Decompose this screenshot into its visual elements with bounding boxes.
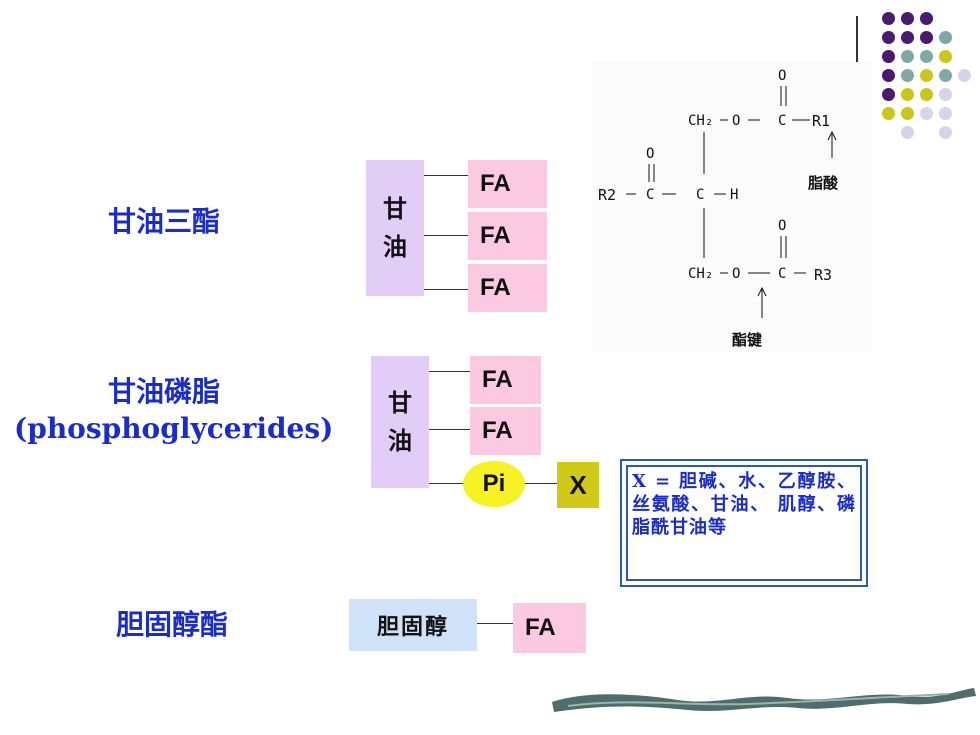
r3-label: R3 bbox=[814, 266, 832, 284]
glycerol-char-1: 甘 bbox=[388, 388, 412, 417]
decorative-dot bbox=[901, 126, 914, 139]
decorative-dot bbox=[920, 12, 933, 25]
label-cholesterol-ester: 胆固醇酯 bbox=[116, 608, 229, 641]
decorative-dot bbox=[882, 50, 895, 63]
decorative-dot bbox=[920, 31, 933, 44]
cholesterol-box: 胆固醇 bbox=[349, 599, 477, 651]
decorative-dot bbox=[920, 88, 933, 101]
decorative-dot bbox=[939, 88, 952, 101]
decorative-dot bbox=[939, 107, 952, 120]
decorative-dot bbox=[920, 107, 933, 120]
decorative-dot bbox=[901, 69, 914, 82]
decorative-brush-stroke bbox=[552, 688, 976, 712]
decorative-dot bbox=[958, 69, 971, 82]
fa-box-3: FA bbox=[468, 264, 547, 312]
oxygen-label: O bbox=[778, 68, 786, 84]
bond-line bbox=[424, 235, 468, 236]
decorative-dot bbox=[882, 107, 895, 120]
divider-line bbox=[856, 16, 858, 76]
oxygen-label: O bbox=[732, 266, 740, 282]
decorative-dots bbox=[850, 10, 980, 160]
decorative-dot bbox=[882, 88, 895, 101]
fa-box: FA bbox=[513, 603, 586, 653]
decorative-dot bbox=[939, 31, 952, 44]
carbon-label: C bbox=[778, 266, 786, 282]
oxygen-label: O bbox=[732, 113, 740, 129]
fa-box-2: FA bbox=[468, 212, 547, 260]
ch2-label: CH₂ bbox=[688, 266, 713, 282]
label-triglyceride: 甘油三酯 bbox=[108, 205, 221, 238]
bond-line bbox=[424, 289, 468, 290]
glycerol-char-1: 甘 bbox=[383, 194, 407, 223]
label-phosphoglyceride-en: (phosphoglycerides) bbox=[14, 412, 334, 445]
triglyceride-structural-formula: O CH₂ O C R1 脂酸 O R2 C C H O CH₂ O C R3 … bbox=[592, 62, 872, 352]
decorative-dot bbox=[939, 126, 952, 139]
label-phosphoglyceride: 甘油磷脂 bbox=[108, 375, 221, 408]
fa-box-2: FA bbox=[470, 407, 541, 455]
bond-line bbox=[424, 175, 468, 176]
ch2-label: CH₂ bbox=[688, 113, 713, 129]
decorative-dot bbox=[882, 12, 895, 25]
glycerol-char-2: 油 bbox=[383, 232, 407, 261]
decorative-dot bbox=[882, 31, 895, 44]
decorative-dot bbox=[882, 69, 895, 82]
decorative-dot bbox=[939, 50, 952, 63]
decorative-dot bbox=[901, 12, 914, 25]
phosphate-circle: Pi bbox=[463, 461, 525, 507]
bond-line bbox=[429, 371, 470, 372]
carbon-label: C bbox=[778, 113, 786, 129]
r2-label: R2 bbox=[598, 186, 616, 204]
fatty-acid-label: 脂酸 bbox=[808, 174, 839, 192]
bond-line bbox=[477, 623, 513, 624]
hydrogen-label: H bbox=[730, 187, 738, 203]
glycerol-box: 甘 油 bbox=[366, 160, 424, 296]
x-group-box: X bbox=[557, 462, 599, 508]
decorative-dot bbox=[939, 69, 952, 82]
bond-line bbox=[429, 429, 470, 430]
bond-line bbox=[429, 483, 465, 484]
oxygen-label: O bbox=[778, 218, 786, 234]
glycerol-box: 甘 油 bbox=[371, 356, 429, 488]
decorative-dot bbox=[901, 107, 914, 120]
decorative-dot bbox=[901, 88, 914, 101]
fa-box-1: FA bbox=[470, 356, 541, 404]
fa-box-1: FA bbox=[468, 160, 547, 208]
decorative-dot bbox=[920, 50, 933, 63]
r1-label: R1 bbox=[812, 112, 830, 130]
ester-bond-label: 酯键 bbox=[732, 331, 762, 349]
carbon-label: C bbox=[696, 187, 704, 203]
oxygen-label: O bbox=[646, 146, 654, 162]
bond-line bbox=[525, 483, 557, 484]
decorative-dot bbox=[901, 31, 914, 44]
decorative-dot bbox=[901, 50, 914, 63]
x-definition-note: X = 胆碱、水、乙醇胺、丝氨酸、甘油、 肌醇、磷脂酰甘油等 bbox=[620, 459, 868, 587]
glycerol-char-2: 油 bbox=[388, 426, 412, 455]
decorative-dot bbox=[920, 69, 933, 82]
carbon-label: C bbox=[646, 187, 654, 203]
